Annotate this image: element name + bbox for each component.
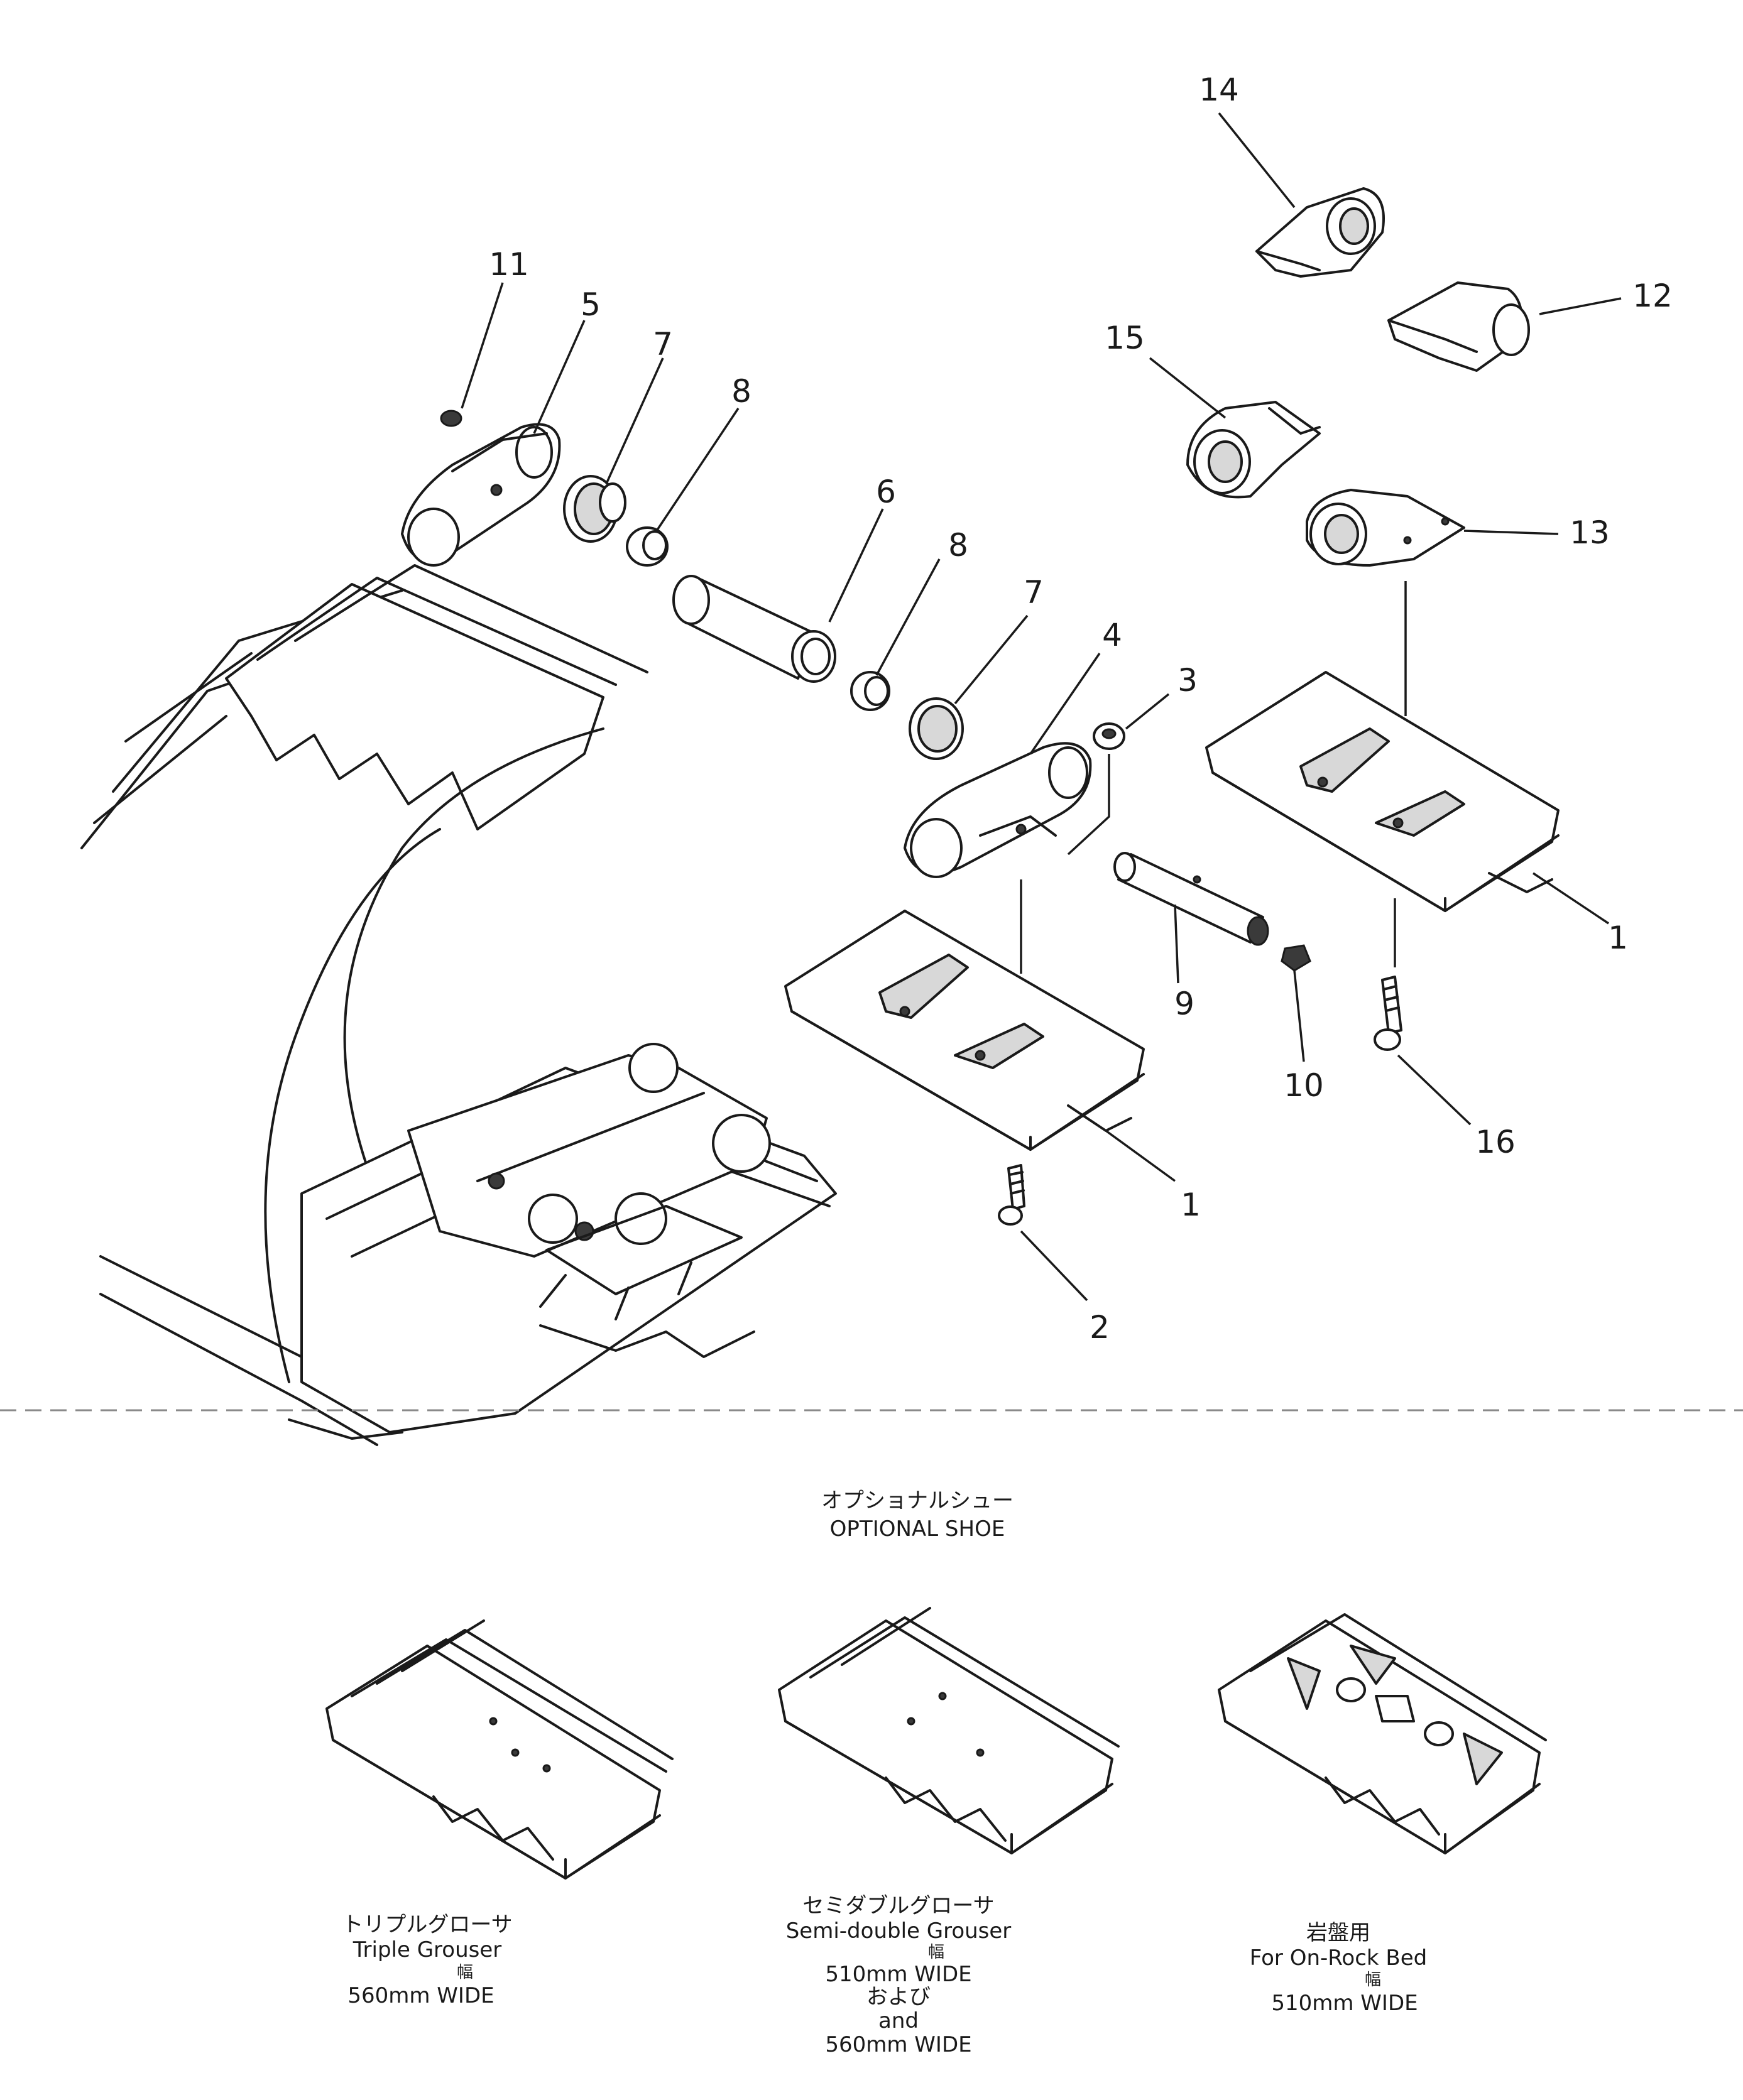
callout-2: 2 xyxy=(1090,1309,1110,1346)
callout-8-right: 8 xyxy=(948,527,968,563)
assembled-track-chain xyxy=(80,564,837,1446)
part-7-seal-left xyxy=(563,475,626,543)
shoe-2-width-jp: 幅 xyxy=(928,1943,944,1962)
shoe-2-width-2: 560mm WIDE xyxy=(825,2032,971,2057)
callout-1-left: 1 xyxy=(1181,1187,1201,1223)
callout-12: 12 xyxy=(1632,278,1673,314)
leader-lines xyxy=(461,112,1622,1302)
callout-8-left: 8 xyxy=(731,373,751,410)
shoe-2-width: 510mm WIDE xyxy=(825,1962,971,1987)
part-14-master-link xyxy=(1255,187,1385,278)
part-1-shoe-right xyxy=(1205,671,1560,912)
part-13-master-link xyxy=(1306,489,1465,567)
shoe-3-name-jp: 岩盤用 xyxy=(1306,1920,1370,1945)
part-16-bolt xyxy=(1374,976,1402,1051)
shoe-on-rock-bed xyxy=(1218,1613,1547,1854)
callout-3: 3 xyxy=(1177,662,1198,699)
part-9-pin xyxy=(1113,852,1269,946)
callout-14: 14 xyxy=(1199,72,1239,108)
shoe-3-name-en: For On-Rock Bed xyxy=(1250,1945,1427,1971)
shoe-semi-double-grouser xyxy=(778,1607,1120,1854)
part-6-bushing xyxy=(672,575,836,683)
part-8-ring-right xyxy=(850,671,890,711)
part-11-plug xyxy=(440,410,462,427)
callout-6: 6 xyxy=(876,474,896,510)
shoe-1-name-en: Triple Grouser xyxy=(352,1937,502,1962)
callout-5: 5 xyxy=(581,286,601,323)
shoe-1-width-jp: 幅 xyxy=(457,1963,473,1982)
shoe-1-name-jp: トリプルグローサ xyxy=(342,1912,512,1937)
callout-16: 16 xyxy=(1475,1124,1516,1160)
part-3-nut xyxy=(1093,722,1125,750)
part-15-master-link xyxy=(1186,401,1321,499)
part-12-master-link xyxy=(1387,281,1530,372)
callout-7-right: 7 xyxy=(1024,574,1044,611)
callout-15: 15 xyxy=(1105,320,1145,356)
callout-10: 10 xyxy=(1284,1067,1324,1104)
callout-numbers: 11 5 7 8 6 8 7 4 3 9 10 1 2 14 12 15 13 … xyxy=(489,72,1673,1346)
callout-1-right: 1 xyxy=(1608,920,1628,956)
optional-title-jp: オプショナルシュー xyxy=(821,1488,1014,1513)
part-10-plug xyxy=(1281,944,1311,972)
optional-title-en: OPTIONAL SHOE xyxy=(830,1516,1005,1542)
part-5-link xyxy=(401,423,561,567)
shoe-2-and-jp: および xyxy=(866,1984,931,2010)
shoe-3-width-jp: 幅 xyxy=(1365,1971,1381,1989)
callout-9: 9 xyxy=(1174,986,1194,1022)
shoe-1-width: 560mm WIDE xyxy=(347,1983,494,2008)
shoe-2-and-en: and xyxy=(878,2008,919,2033)
shoe-3-width: 510mm WIDE xyxy=(1271,1991,1418,2016)
callout-13: 13 xyxy=(1570,514,1610,551)
part-7-seal-right xyxy=(909,697,964,760)
callout-7-left: 7 xyxy=(653,326,673,362)
part-8-ring-left xyxy=(626,526,669,567)
shoe-triple-grouser xyxy=(325,1619,674,1880)
shoe-2-name-en: Semi-double Grouser xyxy=(786,1918,1012,1944)
callout-4: 4 xyxy=(1102,617,1122,653)
callout-11: 11 xyxy=(489,246,529,283)
part-2-bolt xyxy=(998,1164,1025,1226)
shoe-2-name-jp: セミダブルグローサ xyxy=(802,1893,994,1918)
part-4-link xyxy=(904,742,1092,878)
part-1-shoe-left xyxy=(784,910,1145,1151)
